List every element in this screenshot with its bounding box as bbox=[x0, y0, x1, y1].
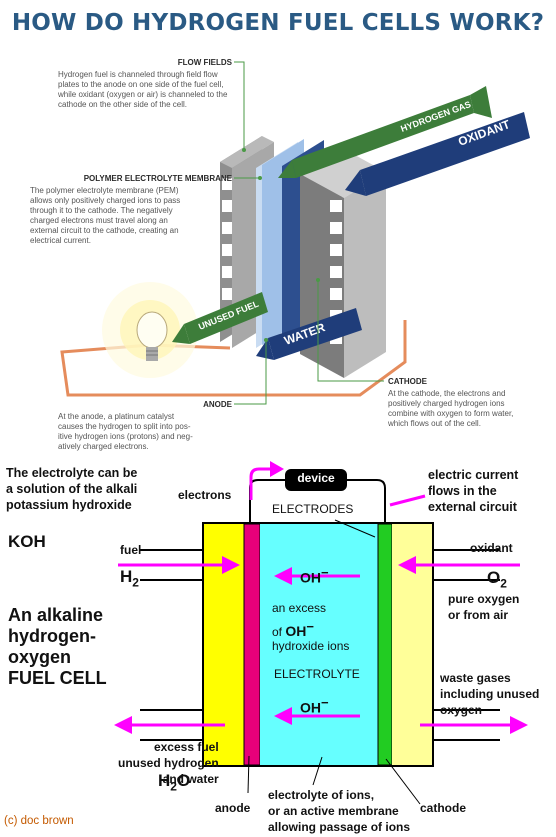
current-note-line: external circuit bbox=[428, 500, 517, 514]
waste-gases-note: waste gases including unused oxygen bbox=[440, 670, 539, 718]
cathode-electrode bbox=[377, 523, 393, 766]
o2-formula: O2 bbox=[487, 568, 507, 591]
current-note-line: electric current bbox=[428, 468, 519, 482]
pem-line: charged electrons must travel along an bbox=[30, 216, 168, 225]
excess-fuel-line: excess fuel bbox=[153, 740, 219, 754]
fuel-cell-illustration: HYDROGEN GAS OXIDANT UNUSED FUEL WATER bbox=[60, 61, 530, 405]
anode-electrode bbox=[243, 523, 261, 766]
pure-oxygen-line: pure oxygen bbox=[448, 592, 520, 606]
hydrogen-gas-arrow: HYDROGEN GAS bbox=[278, 86, 492, 178]
electrolyte-label: ELECTROLYTE bbox=[274, 667, 360, 681]
pure-oxygen-note: pure oxygen or from air bbox=[448, 591, 519, 623]
cathode-label: cathode bbox=[420, 801, 467, 815]
pem-line: The polymer electrolyte membrane (PEM) bbox=[30, 186, 179, 195]
anode-line: itive hydrogen ions (protons) and neg- bbox=[58, 432, 193, 441]
pem-line: through it to the cathode. The negativel… bbox=[30, 206, 173, 215]
h2-formula: H2 bbox=[120, 567, 139, 590]
flow-fields-heading: FLOW FIELDS bbox=[177, 58, 232, 67]
electrolyte-of-ions-note: electrolyte of ions, or an active membran… bbox=[268, 787, 410, 835]
electrolyte-note-line: potassium hydroxide bbox=[6, 498, 132, 512]
device-box bbox=[285, 469, 347, 491]
flow-arrows bbox=[114, 461, 528, 734]
current-note-line: flows in the bbox=[428, 484, 497, 498]
waste-gases-line: oxygen bbox=[440, 703, 483, 717]
flow-fields-line: cathode on the other side of the cell. bbox=[58, 100, 187, 109]
alkaline-title-line: An alkaline bbox=[8, 605, 104, 625]
flow-fields-line: plates to the anode on one side of the f… bbox=[58, 80, 224, 89]
electrons-label: electrons bbox=[178, 488, 232, 502]
waste-gases-line: waste gases bbox=[440, 671, 511, 685]
ions-note-line: or an active membrane bbox=[268, 804, 399, 818]
alkaline-fuel-cell-diagram: The electrolyte can be a solution of the … bbox=[0, 455, 556, 837]
alkaline-title-line: FUEL CELL bbox=[8, 668, 107, 688]
h2o-formula: H2O bbox=[158, 771, 191, 794]
fuel-cell-stack bbox=[220, 136, 386, 378]
electrolyte-note-line: The electrolyte can be bbox=[6, 466, 138, 480]
oxidant-label: oxidant bbox=[470, 541, 513, 555]
electrolyte-note-line: a solution of the alkali bbox=[6, 482, 138, 496]
ions-note-line: allowing passage of ions bbox=[268, 820, 411, 834]
pem-line: allows only positively charged ions to p… bbox=[30, 196, 181, 205]
excess-fuel-note: excess fuel unused hydrogen and water bbox=[118, 739, 219, 787]
anode-line: At the anode, a platinum catalyst bbox=[58, 412, 175, 421]
pem-line: electrical current. bbox=[30, 236, 91, 245]
cathode-line: which flows out of the cell. bbox=[388, 419, 481, 428]
cathode-heading: CATHODE bbox=[388, 377, 427, 386]
electrolyte-region bbox=[260, 524, 378, 765]
pipes bbox=[140, 549, 500, 741]
anode-heading: ANODE bbox=[203, 400, 232, 409]
current-note: electric current flows in the external cir… bbox=[428, 467, 518, 515]
excess-note: an excess bbox=[272, 601, 327, 615]
koh-label: KOH bbox=[8, 532, 46, 551]
ions-note-line: electrolyte of ions, bbox=[268, 788, 375, 802]
device-label: device bbox=[297, 471, 335, 485]
credit-text: (c) doc brown bbox=[4, 815, 74, 827]
cell-outline bbox=[202, 522, 434, 767]
infographic-title: HOW DO HYDROGEN FUEL CELLS WORK? bbox=[11, 10, 545, 36]
alkaline-title-line: hydrogen- bbox=[8, 626, 96, 646]
hydroxide-ions-note: hydroxide ions bbox=[272, 639, 350, 653]
electrolyte-note: The electrolyte can be a solution of the … bbox=[6, 465, 137, 513]
oh-ion-top: OH− bbox=[300, 565, 329, 586]
pem-heading: POLYMER ELECTROLYTE MEMBRANE bbox=[83, 174, 232, 183]
fuel-label: fuel bbox=[120, 543, 142, 557]
waste-gases-line: including unused bbox=[440, 687, 540, 701]
flow-fields-line: while oxidant (oxygen or air) is channel… bbox=[58, 90, 228, 99]
leader-lines bbox=[234, 61, 384, 405]
alkaline-cell-graphic bbox=[114, 461, 528, 805]
alkaline-title-line: oxygen bbox=[8, 647, 72, 667]
electrodes-label: ELECTRODES bbox=[272, 502, 354, 516]
anode-line: atively charged electrons. bbox=[58, 442, 149, 451]
flow-fields-line: Hydrogen fuel is channeled through field… bbox=[58, 70, 218, 79]
pure-oxygen-line: or from air bbox=[448, 608, 509, 622]
fuel-cell-infographic: HOW DO HYDROGEN FUEL CELLS WORK? bbox=[11, 10, 545, 452]
bottom-leader-lines bbox=[247, 519, 421, 805]
of-oh-note: of OH− bbox=[272, 619, 314, 639]
cathode-line: At the cathode, the electrons and bbox=[388, 389, 506, 398]
excess-fuel-line: unused hydrogen bbox=[118, 756, 219, 770]
pem-line: external circuit to the cathode, creatin… bbox=[30, 226, 179, 235]
light-bulb-icon bbox=[102, 282, 198, 378]
anode-line: causes the hydrogen to split into pos- bbox=[58, 422, 191, 431]
excess-fuel-line: and water bbox=[162, 772, 219, 786]
flow-fields-text: Hydrogen fuel is channeled through field… bbox=[58, 70, 242, 110]
anode-label: anode bbox=[215, 801, 251, 815]
cathode-line: positively charged hydrogen ions bbox=[388, 399, 505, 408]
cathode-line: combine with oxygen to form water, bbox=[388, 409, 514, 418]
pem-text: The polymer electrolyte membrane (PEM)al… bbox=[30, 186, 230, 246]
oh-ion-bottom: OH− bbox=[300, 695, 329, 716]
